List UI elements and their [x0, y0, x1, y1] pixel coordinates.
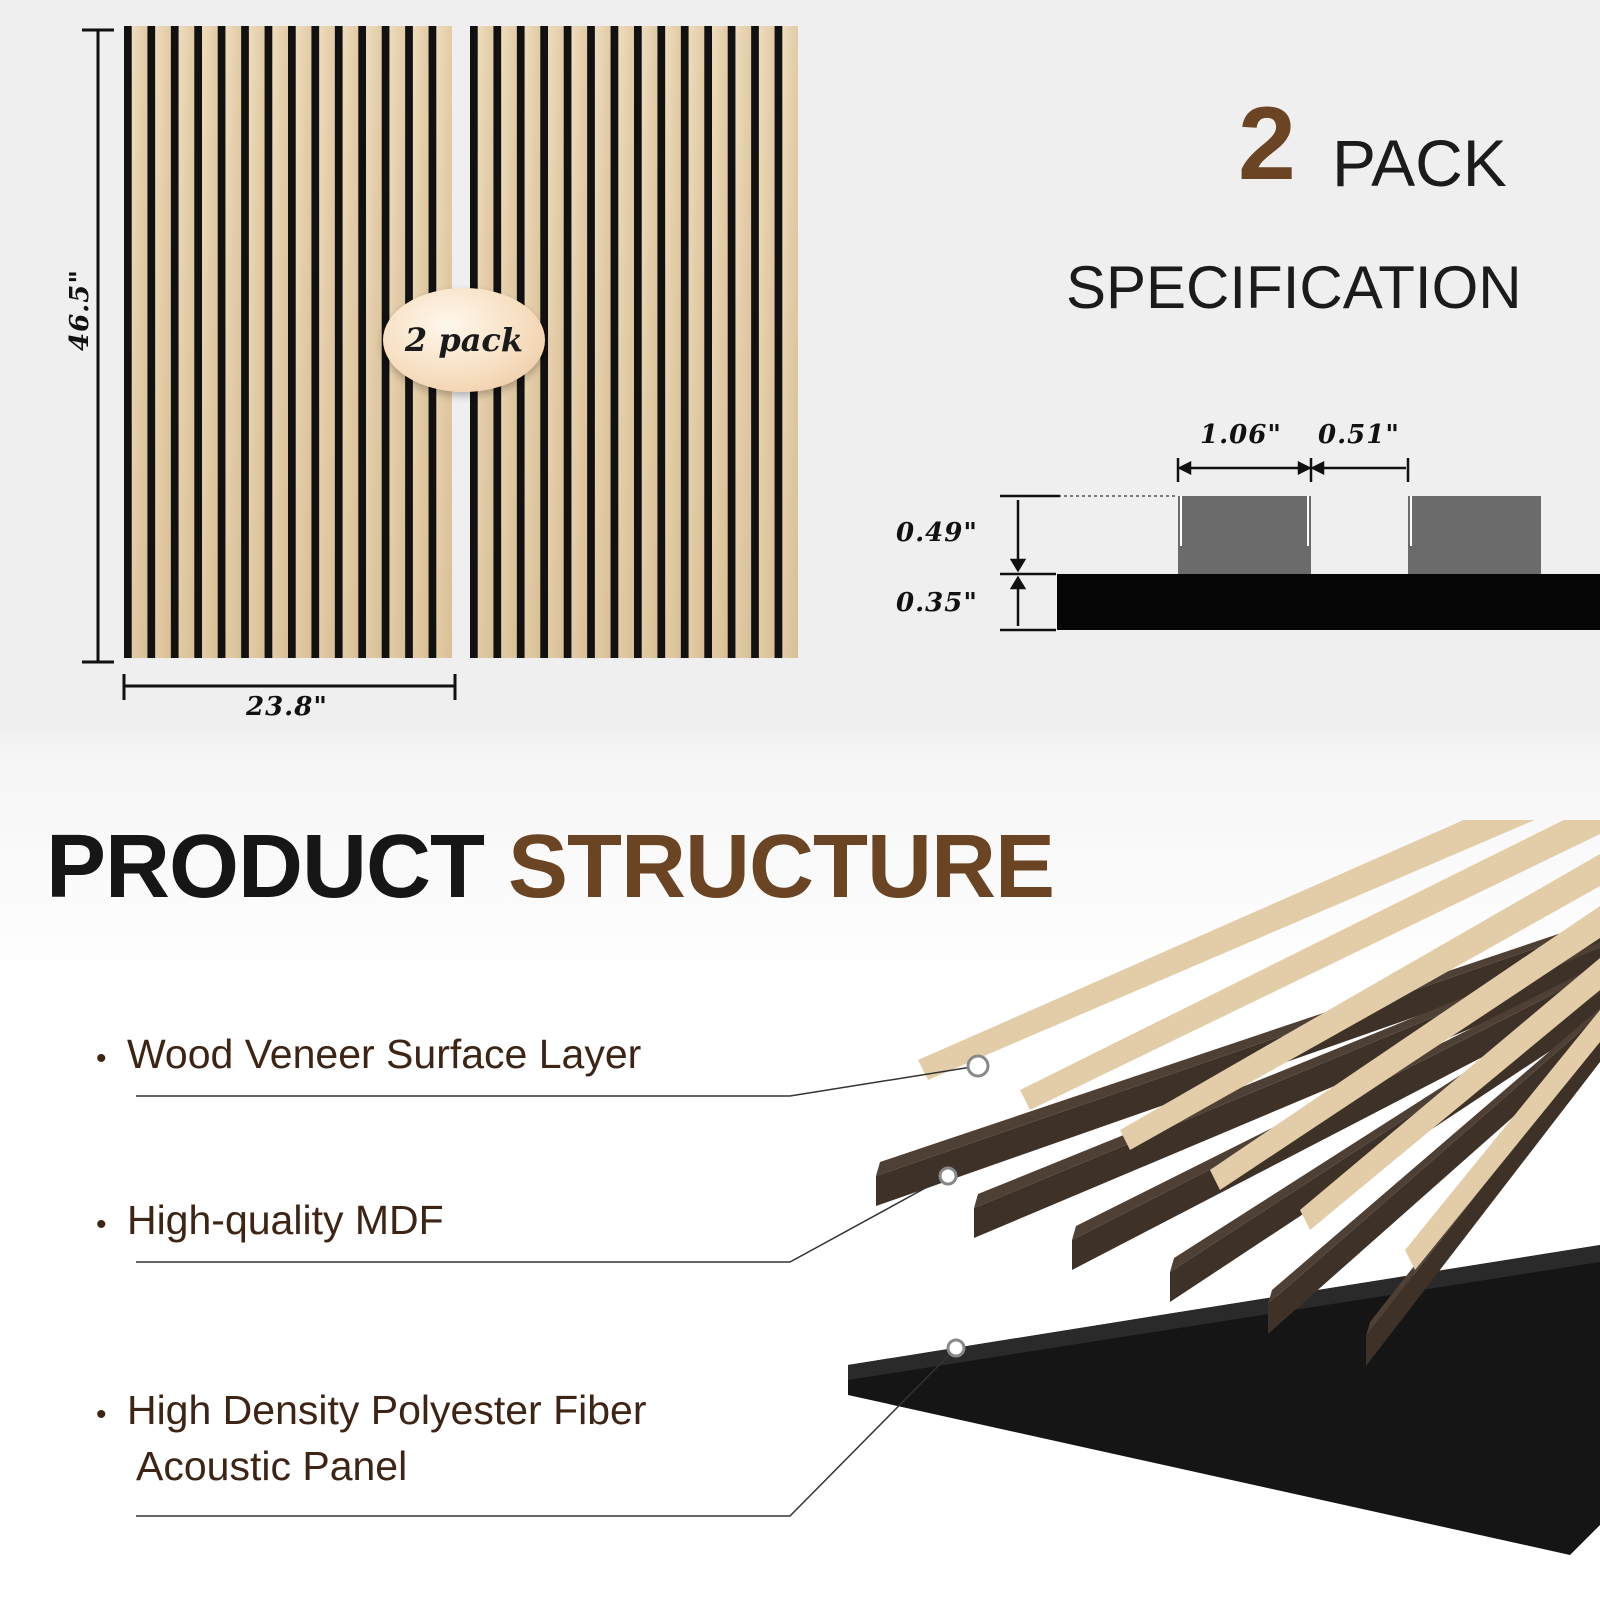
pack-count: 2 [1238, 86, 1296, 202]
veneer-strip [1405, 1010, 1600, 1270]
layer-item-felt: • High Density Polyester Fiber Acoustic … [96, 1382, 647, 1494]
layer-mdf-label: High-quality MDF [126, 1197, 444, 1243]
bullet-icon: • [96, 1208, 107, 1241]
panel-slat [735, 26, 752, 658]
panel-slat [295, 26, 312, 658]
panel-slat [155, 26, 171, 658]
height-dimension-line [82, 28, 114, 664]
slat-width-label: 1.06" [1200, 420, 1282, 450]
structure-heading-part2: STRUCTURE [508, 817, 1055, 917]
layer-felt-label-line2: Acoustic Panel [136, 1443, 408, 1489]
panel-slat [665, 26, 681, 658]
slat-gap-label: 0.51" [1318, 420, 1400, 450]
panel-slat [782, 26, 798, 658]
pack-word: PACK [1332, 126, 1507, 200]
panel-width-label: 23.8" [246, 692, 328, 722]
panel-slat [548, 26, 564, 658]
layer-felt-label-line1: High Density Polyester Fiber [126, 1387, 647, 1433]
structure-heading-part1: PRODUCT [46, 817, 485, 917]
layer-item-mdf: • High-quality MDF [96, 1192, 444, 1248]
panel-slat [319, 26, 335, 658]
panel-slat [272, 26, 288, 658]
mdf-slat [1366, 1036, 1600, 1366]
panel-illustration [82, 26, 798, 700]
panel-slat [571, 26, 588, 658]
layer-exploded-illustration [136, 820, 1600, 1555]
bullet-icon: • [96, 1042, 107, 1075]
slat-profile-diagram [1000, 458, 1600, 632]
profile-slat-1 [1178, 496, 1311, 574]
mdf-slat [1268, 1014, 1600, 1334]
panel-slat [618, 26, 634, 658]
profile-slat-2 [1408, 496, 1541, 574]
felt-layer [848, 1245, 1600, 1555]
layer-veneer-label: Wood Veneer Surface Layer [126, 1031, 642, 1077]
bullet-icon: • [96, 1398, 107, 1431]
panel-slat [758, 26, 775, 658]
acoustic-panel-left [124, 26, 452, 658]
panel-slat [641, 26, 658, 658]
veneer-strip [1300, 958, 1600, 1230]
callout-lines [136, 1065, 979, 1517]
mdf-slat-top [1268, 1008, 1600, 1304]
panel-slat [594, 26, 611, 658]
base-thickness-label: 0.35" [896, 588, 978, 618]
veneer-strip [918, 820, 1535, 1080]
layer-item-veneer: • Wood Veneer Surface Layer [96, 1026, 641, 1082]
panel-slat [202, 26, 218, 658]
veneer-strip [1120, 854, 1600, 1150]
panel-height-label: 46.5" [65, 269, 95, 351]
structure-heading: PRODUCT STRUCTURE [46, 822, 1055, 912]
panel-slat [225, 26, 242, 658]
panel-slat [178, 26, 195, 658]
panel-slat [342, 26, 359, 658]
profile-base-board [1057, 574, 1600, 630]
veneer-layer [918, 820, 1600, 1270]
panel-slat [248, 26, 265, 658]
panel-slat [366, 26, 382, 658]
panel-slat [688, 26, 705, 658]
width-dimension-line [122, 674, 457, 700]
slat-height-label: 0.49" [896, 518, 978, 548]
height-dimension-arrows [1000, 494, 1060, 632]
width-dimension-arrows [1176, 458, 1410, 482]
mdf-slat [1072, 970, 1600, 1270]
veneer-strip [1020, 820, 1600, 1110]
specification-title: SPECIFICATION [1066, 254, 1522, 321]
veneer-strip [1210, 906, 1600, 1190]
panel-slat [131, 26, 148, 658]
callout-dots [938, 1054, 990, 1358]
two-pack-badge: 2 pack [383, 288, 545, 392]
panel-slat [712, 26, 728, 658]
